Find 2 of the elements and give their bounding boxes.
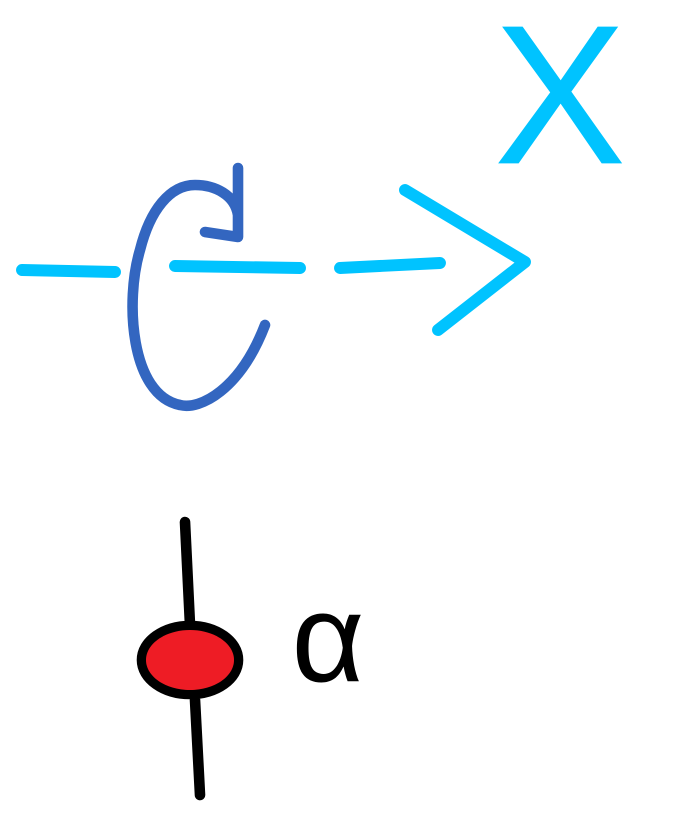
point-label: α [296,614,361,682]
axis-label: X [498,26,622,164]
